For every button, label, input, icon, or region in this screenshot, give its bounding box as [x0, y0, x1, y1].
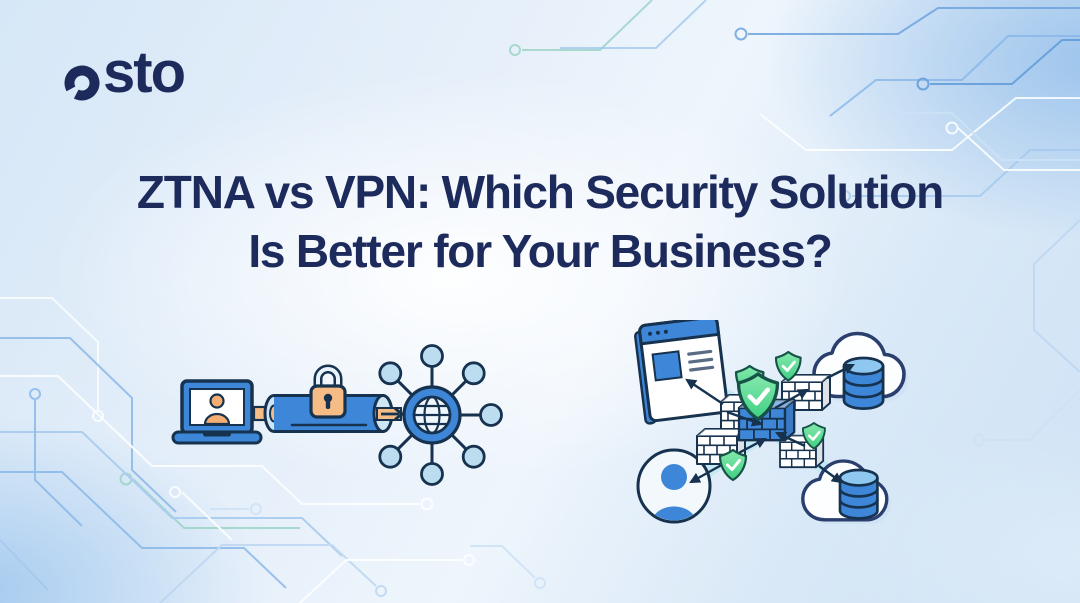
tunnel-exit-arrow: [376, 407, 404, 421]
vpn-illustration: [171, 344, 503, 486]
user-avatar-icon: [636, 448, 712, 524]
circuit-traces-top-right: [509, 0, 1080, 446]
logo-text: sto: [103, 40, 186, 105]
laptop-user-icon: [171, 379, 263, 445]
database-icon: [838, 468, 879, 520]
padlock-icon: [309, 364, 347, 419]
circuit-traces-bottom-left: [0, 297, 546, 603]
network-node-icon: [378, 344, 503, 486]
page-title: ZTNA vs VPN: Which Security Solution Is …: [0, 163, 1080, 281]
logo-o-icon: [64, 65, 100, 101]
logo: sto: [62, 40, 186, 105]
globe-network-icon: [378, 344, 503, 486]
ztna-illustration: [633, 320, 911, 526]
headline-line-1: ZTNA vs VPN: Which Security Solution: [136, 166, 944, 218]
browser-window-icon: [633, 320, 729, 425]
headline-line-2: Is Better for Your Business?: [248, 224, 832, 277]
